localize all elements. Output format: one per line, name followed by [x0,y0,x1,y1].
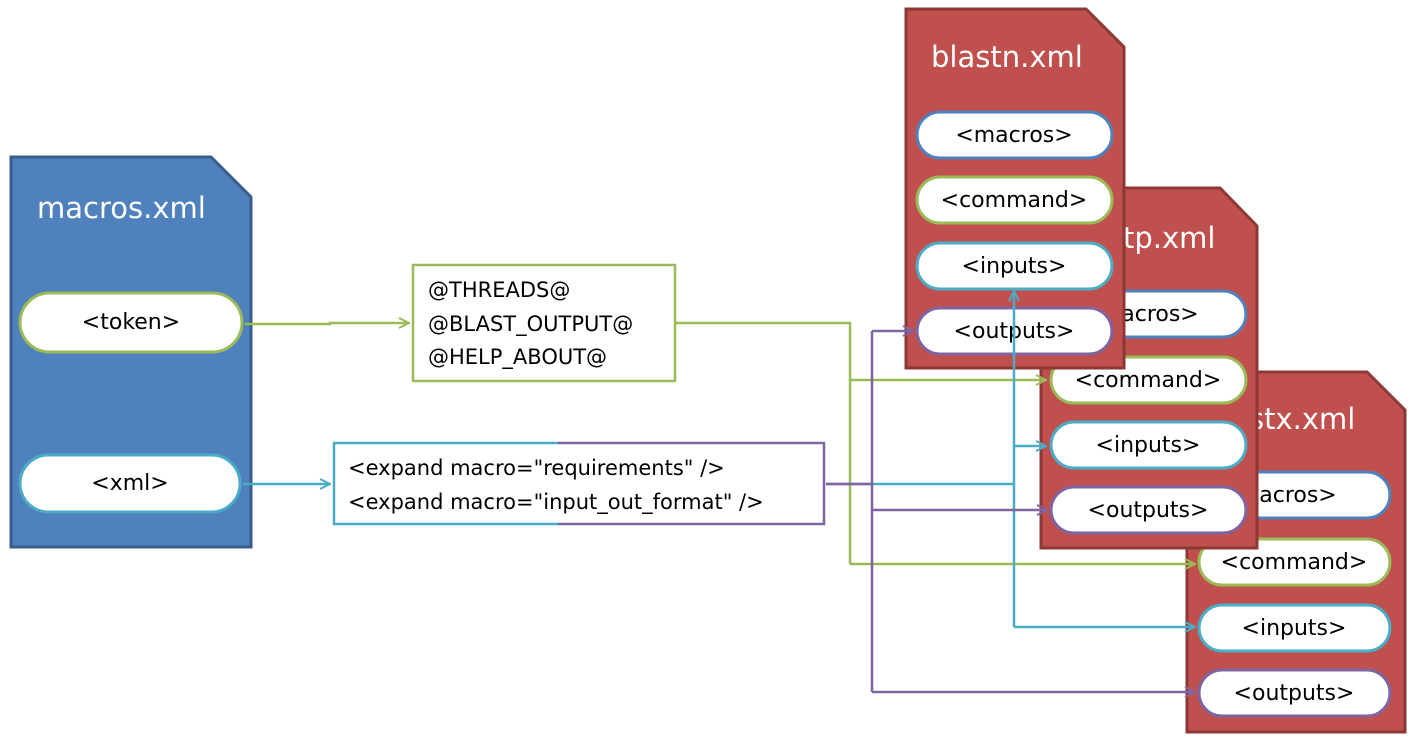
blastx-inputs-pill: <inputs> [1197,603,1392,653]
blastn-xml-document: blastn.xml <macros> <command> <inputs> <… [904,7,1126,370]
macros-xml-title: macros.xml [37,191,206,225]
blastn-command-label: <command> [941,188,1088,213]
connectors [243,291,1195,692]
xml-label: <xml> [91,471,168,496]
blastp-outputs-pill: <outputs> [1049,485,1248,535]
blastp-outputs-label: <outputs> [1088,498,1209,523]
blastx-macros-label: acros> [1259,483,1337,508]
expand-input-out-format: <expand macro="input_out_format" /> [348,490,764,515]
blastn-inputs-label: <inputs> [962,254,1067,279]
token-to-values-arrow [245,323,409,324]
token-pill: <token> [18,291,244,354]
blastx-command-pill: <command> [1197,537,1392,587]
xml-pill: <xml> [18,453,242,514]
token-values-box: @THREADS@ @BLAST_OUTPUT@ @HELP_ABOUT@ [411,263,677,383]
token-value-blast-output: @BLAST_OUTPUT@ [428,312,633,337]
token-value-help-about: @HELP_ABOUT@ [428,345,607,370]
token-label: <token> [82,310,180,335]
macros-xml-document: macros.xml <token> <xml> [9,155,253,549]
expand-macro-box: <expand macro="requirements" /> <expand … [332,441,826,526]
blastx-inputs-label: <inputs> [1242,616,1347,641]
blastp-macros-label: acros> [1121,302,1199,327]
blastx-xml-title: stx.xml [1249,402,1355,436]
expand-to-inputs-connector [826,482,1016,627]
blastn-macros-label: <macros> [955,123,1072,148]
blastn-macros-pill: <macros> [915,110,1114,160]
blastn-xml-title: blastn.xml [931,40,1083,74]
blastp-command-pill: <command> [1049,355,1248,405]
token-value-threads: @THREADS@ [428,278,570,302]
blastp-xml-title: tp.xml [1123,221,1215,255]
blastx-command-label: <command> [1221,550,1368,575]
blastp-inputs-pill: <inputs> [1049,420,1248,470]
blastx-outputs-label: <outputs> [1234,681,1355,706]
blastp-command-label: <command> [1075,368,1222,393]
blastn-inputs-pill: <inputs> [915,241,1114,291]
blastx-outputs-pill: <outputs> [1197,668,1392,718]
blastn-command-pill: <command> [915,175,1114,225]
blastp-inputs-label: <inputs> [1096,433,1201,458]
expand-requirements: <expand macro="requirements" /> [348,456,725,480]
